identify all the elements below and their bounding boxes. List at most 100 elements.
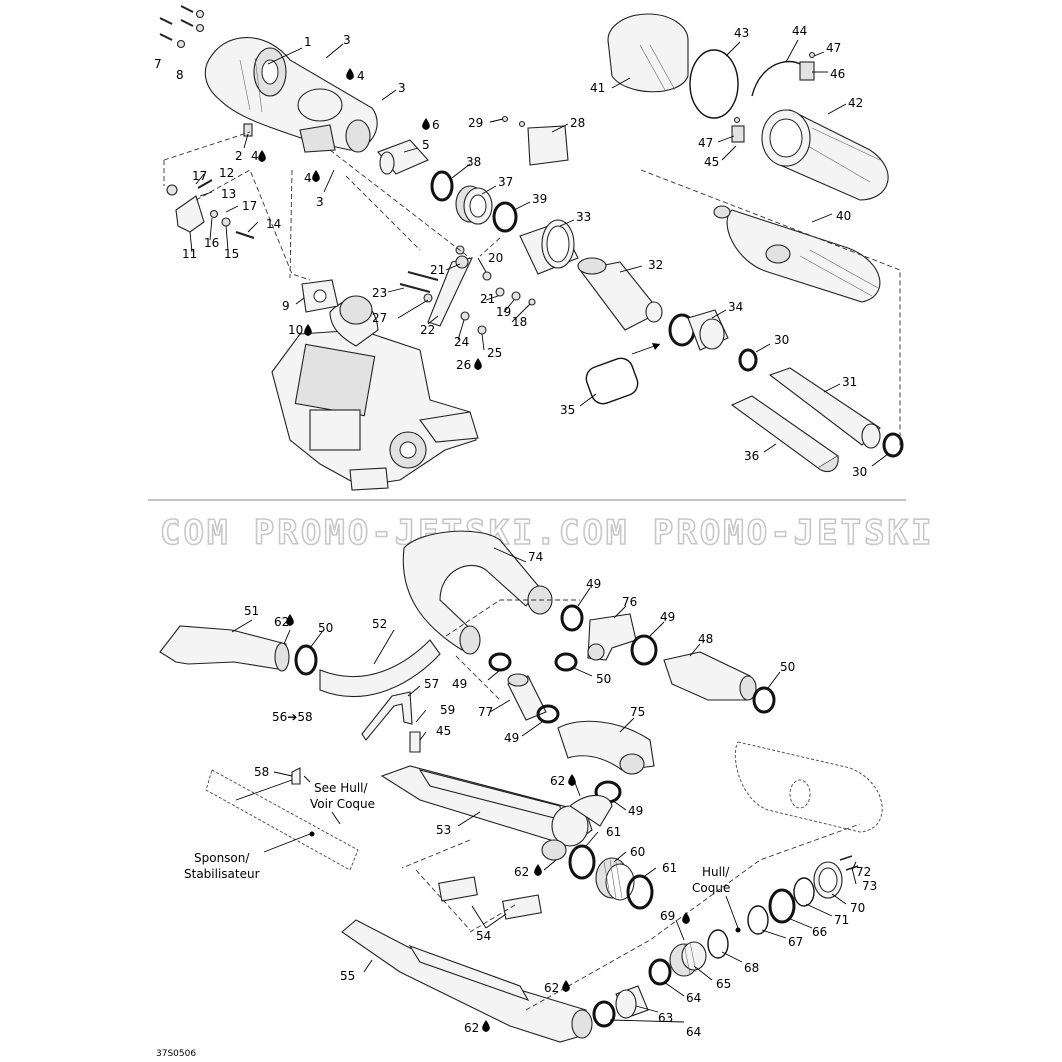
clamp-part-39 xyxy=(492,201,518,233)
callout-65: 65 xyxy=(716,977,731,991)
lubricant-drop-icons xyxy=(258,68,690,1032)
callout-29: 29 xyxy=(468,116,483,130)
callout-67: 67 xyxy=(788,935,803,949)
callout-64-b: 64 xyxy=(686,1025,701,1039)
guide-lines-top-left xyxy=(163,131,471,281)
callout-25: 25 xyxy=(487,346,502,360)
hose-part-75 xyxy=(557,720,655,775)
callout-63: 63 xyxy=(658,1011,673,1025)
strap-part-44 xyxy=(751,60,807,97)
diagram-code: 37S0506 xyxy=(156,1049,196,1059)
callout-45-top: 45 xyxy=(704,155,719,169)
text-notes: 56➔58 See Hull/ Voir Coque Sponson/ Stab… xyxy=(156,710,730,1059)
callout-9: 9 xyxy=(282,299,290,313)
bracket-part-22 xyxy=(427,255,473,327)
callout-22: 22 xyxy=(420,323,435,337)
callout-28: 28 xyxy=(570,116,585,130)
callout-31: 31 xyxy=(842,375,857,389)
hull-note-line2: Coque xyxy=(692,881,730,895)
callout-49-e: 49 xyxy=(628,804,643,818)
callout-3-bottom: 3 xyxy=(316,195,324,209)
callout-19: 19 xyxy=(496,305,511,319)
callout-26: 26 xyxy=(456,358,471,372)
clamp-part-64-a xyxy=(592,1000,616,1028)
bracket-part-28 xyxy=(527,125,569,166)
sponson-note-line1: Sponson/ xyxy=(194,851,250,865)
clamp-part-38 xyxy=(430,170,454,202)
clamp-part-49-b xyxy=(560,604,584,632)
hose-part-52 xyxy=(319,639,441,698)
bracket-part-57 xyxy=(361,691,421,753)
callout-12: 12 xyxy=(219,166,234,180)
clamp-part-49-c xyxy=(630,634,658,666)
callout-73: 73 xyxy=(862,879,877,893)
callout-49-d: 49 xyxy=(504,731,519,745)
screw-part-29b xyxy=(518,120,526,128)
callout-68: 68 xyxy=(744,961,759,975)
callout-76: 76 xyxy=(622,595,637,609)
callout-49-b: 49 xyxy=(660,610,675,624)
callout-16: 16 xyxy=(204,236,219,250)
callout-57: 57 xyxy=(424,677,439,691)
pipe-part-5 xyxy=(377,139,429,175)
leader-lines xyxy=(189,39,889,1023)
gasket-part-9 xyxy=(301,279,339,313)
callout-69: 69 xyxy=(660,909,675,923)
guide-line-waterbox xyxy=(640,169,901,450)
watermark: COM PROMO-JETSKI.COM PROMO-JETSKI xyxy=(160,513,935,553)
coupler-part-77 xyxy=(507,673,547,721)
clamp-part-64-b xyxy=(648,958,672,986)
water-box-part-42 xyxy=(761,109,889,201)
callout-62-d: 62 xyxy=(544,981,559,995)
callout-11: 11 xyxy=(182,247,197,261)
ring-part-43 xyxy=(689,49,739,119)
callout-3-mid: 3 xyxy=(398,81,406,95)
hull-reference-point xyxy=(735,927,741,933)
fitting-part-65 xyxy=(669,941,707,977)
top-assembly-artwork xyxy=(159,5,904,491)
coupler-part-63 xyxy=(615,985,649,1019)
callout-66: 66 xyxy=(812,925,827,939)
clamp-part-61-b xyxy=(626,874,654,910)
pipe-part-31 xyxy=(768,367,881,449)
muffler-part-1 xyxy=(204,37,378,153)
callout-50-right: 50 xyxy=(780,660,795,674)
resonator-part-32 xyxy=(577,257,663,331)
callout-8: 8 xyxy=(176,68,184,82)
gasket-part-67 xyxy=(747,905,769,935)
callout-7: 7 xyxy=(154,57,162,71)
callout-40: 40 xyxy=(836,209,851,223)
callout-52: 52 xyxy=(372,617,387,631)
coupler-part-34 xyxy=(668,309,729,351)
callout-64-a: 64 xyxy=(686,991,701,1005)
callout-17-left: 17 xyxy=(192,169,207,183)
tailpipe-part-53 xyxy=(380,765,613,861)
callout-42: 42 xyxy=(848,96,863,110)
callout-20: 20 xyxy=(488,251,503,265)
gasket-part-71 xyxy=(793,877,815,907)
guide-line-mid xyxy=(479,237,501,257)
callout-4-top: 4 xyxy=(357,69,365,83)
coupler-part-37 xyxy=(455,185,493,225)
clamp-part-50-mid xyxy=(554,652,578,672)
callout-21-left: 21 xyxy=(430,263,445,277)
callout-47-mid: 47 xyxy=(698,136,713,150)
shell-part-41 xyxy=(607,13,689,93)
callout-41: 41 xyxy=(590,81,605,95)
callout-77: 77 xyxy=(478,705,493,719)
callout-36: 36 xyxy=(744,449,759,463)
bracket-part-58 xyxy=(291,767,301,785)
mount-bracket-part-11 xyxy=(166,179,255,239)
guide-lines-bottom xyxy=(401,599,861,1011)
callout-34: 34 xyxy=(728,300,743,314)
callout-24: 24 xyxy=(454,335,469,349)
clamp-part-50-left xyxy=(294,644,318,676)
clamp-part-30-upper xyxy=(738,348,758,372)
callout-49-a: 49 xyxy=(586,577,601,591)
sleeve-part-36 xyxy=(730,395,840,473)
callout-49-c: 49 xyxy=(452,677,467,691)
callout-47-top: 47 xyxy=(826,41,841,55)
callout-53: 53 xyxy=(436,823,451,837)
callout-37: 37 xyxy=(498,175,513,189)
